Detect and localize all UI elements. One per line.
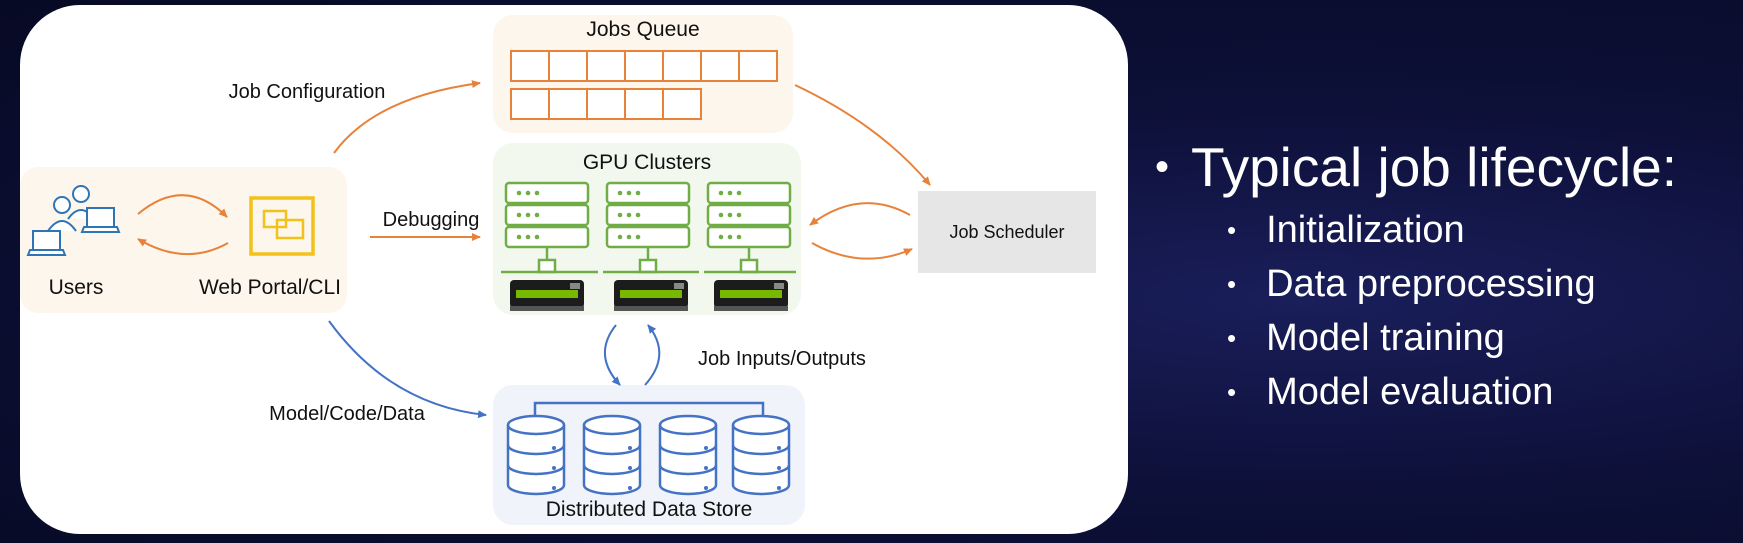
arrow-users-to-portal bbox=[137, 194, 228, 218]
job-scheduler-label: Job Scheduler bbox=[949, 222, 1064, 242]
users-icon bbox=[26, 185, 121, 256]
gpu-clusters-label: GPU Clusters bbox=[583, 151, 711, 174]
arrow-model-code-data bbox=[328, 320, 487, 419]
bullet-item: • Model evaluation bbox=[1227, 365, 1677, 419]
bullet-list: • Initialization • Data preprocessing • Mod… bbox=[1155, 203, 1677, 419]
arrow-gpu-to-datastore bbox=[603, 324, 621, 386]
bullet-heading: • Typical job lifecycle: bbox=[1155, 135, 1677, 199]
web-portal-icon bbox=[249, 196, 315, 256]
lifecycle-diagram: Jobs Queue GPU Clusters bbox=[20, 15, 1096, 525]
users-label: Users bbox=[49, 276, 104, 299]
bullet-item: • Data preprocessing bbox=[1227, 257, 1677, 311]
database-icon bbox=[506, 414, 566, 496]
bullet-item-text: Initialization bbox=[1266, 209, 1465, 251]
jobs-queue-label: Jobs Queue bbox=[586, 18, 699, 41]
bullet-item: • Model training bbox=[1227, 311, 1677, 365]
bullet-dot-icon: • bbox=[1227, 323, 1237, 353]
data-store-label: Distributed Data Store bbox=[546, 498, 753, 521]
arrow-portal-to-users bbox=[137, 238, 229, 255]
server-rack-icon bbox=[706, 181, 792, 274]
bullet-item: • Initialization bbox=[1227, 203, 1677, 257]
bullet-item-text: Data preprocessing bbox=[1266, 263, 1596, 305]
jobs-queue-node: Jobs Queue bbox=[493, 15, 793, 133]
bullet-dot-icon: • bbox=[1227, 269, 1237, 299]
arrow-queue-to-scheduler bbox=[794, 84, 931, 186]
queue-slots bbox=[510, 50, 778, 120]
lifecycle-bullets: • Typical job lifecycle: • Initialization… bbox=[1155, 135, 1677, 419]
model-code-data-label: Model/Code/Data bbox=[269, 403, 426, 425]
arrow-datastore-to-gpu bbox=[644, 324, 661, 386]
database-icon bbox=[658, 414, 718, 496]
bullet-dot-icon: • bbox=[1155, 144, 1170, 189]
bullet-item-text: Model training bbox=[1266, 317, 1505, 359]
users-portal-node: Users Web Portal/CLI bbox=[20, 167, 347, 313]
bullet-dot-icon: • bbox=[1227, 215, 1237, 245]
database-icon bbox=[731, 414, 791, 496]
job-scheduler-node: Job Scheduler bbox=[918, 191, 1096, 273]
job-io-label: Job Inputs/Outputs bbox=[698, 348, 866, 370]
diagram-panel: Jobs Queue GPU Clusters bbox=[20, 5, 1128, 534]
arrow-portal-to-queue bbox=[333, 80, 481, 154]
debugging-label: Debugging bbox=[383, 209, 480, 231]
bullet-heading-text: Typical job lifecycle: bbox=[1191, 136, 1678, 198]
data-store-bus bbox=[533, 401, 765, 417]
arrow-gpu-to-scheduler bbox=[811, 242, 913, 260]
gpu-card-icon bbox=[614, 280, 688, 311]
database-icon bbox=[582, 414, 642, 496]
data-store-node: Distributed Data Store bbox=[493, 385, 805, 525]
arrow-scheduler-to-gpu bbox=[809, 202, 911, 226]
bullet-dot-icon: • bbox=[1227, 377, 1237, 407]
web-portal-label: Web Portal/CLI bbox=[199, 276, 341, 299]
gpu-card-icon bbox=[714, 280, 788, 311]
bullet-item-text: Model evaluation bbox=[1266, 371, 1554, 413]
gpu-card-icon bbox=[510, 280, 584, 311]
gpu-clusters-node: GPU Clusters bbox=[493, 143, 801, 315]
job-configuration-label: Job Configuration bbox=[229, 81, 386, 103]
